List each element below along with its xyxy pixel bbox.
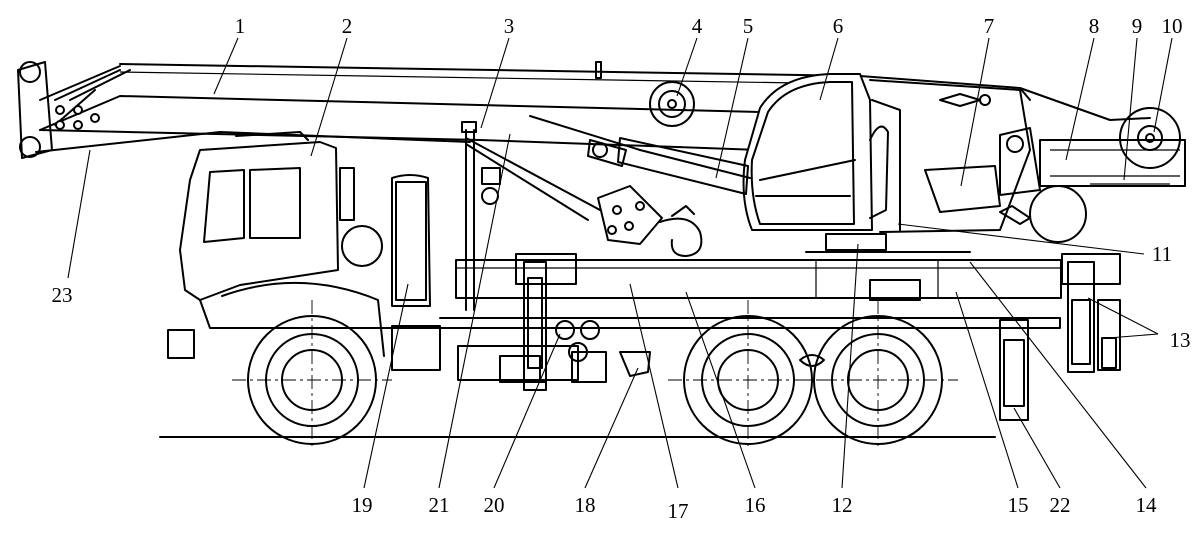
callout-18: 18 <box>575 493 596 517</box>
callout-13: 13 <box>1170 328 1191 352</box>
callout-23: 23 <box>52 283 73 307</box>
spring-suspension <box>799 354 825 367</box>
callout-5: 5 <box>743 14 754 38</box>
callout-15: 15 <box>1008 493 1029 517</box>
chassis-frame <box>199 121 1121 383</box>
front-wheel <box>221 281 392 448</box>
outrigger-jack-rear <box>1067 261 1121 373</box>
callout-7: 7 <box>984 14 995 38</box>
rear-wheel <box>798 300 958 448</box>
callout-11: 11 <box>1152 242 1172 266</box>
hook-block <box>465 137 703 257</box>
callout-6: 6 <box>833 14 844 38</box>
luffing-cylinder <box>529 115 751 195</box>
callout-16: 16 <box>745 493 766 517</box>
callout-21: 21 <box>429 493 450 517</box>
callout-14: 14 <box>1136 493 1158 517</box>
leader-lines <box>67 37 1173 489</box>
outrigger-jack-front <box>523 261 547 391</box>
callout-22: 22 <box>1050 493 1071 517</box>
callout-3: 3 <box>504 14 515 38</box>
callout-19: 19 <box>352 493 373 517</box>
callout-17: 17 <box>668 499 689 523</box>
middle-wheel <box>668 300 828 448</box>
callout-8: 8 <box>1089 14 1100 38</box>
rear-stabilizer <box>999 319 1029 421</box>
callout-1: 1 <box>235 14 246 38</box>
crane-operator-cabin <box>742 73 901 231</box>
callout-9: 9 <box>1132 14 1143 38</box>
callout-4: 4 <box>692 14 703 38</box>
truck-cab <box>167 131 441 371</box>
callout-labels: 1 2 3 4 5 6 7 8 9 10 11 12 13 14 15 16 1… <box>52 14 1191 523</box>
callout-10: 10 <box>1162 14 1183 38</box>
callout-12: 12 <box>832 493 853 517</box>
callout-2: 2 <box>342 14 353 38</box>
telescopic-boom <box>17 61 1031 159</box>
callout-20: 20 <box>484 493 505 517</box>
turntable-structure <box>805 79 1186 253</box>
